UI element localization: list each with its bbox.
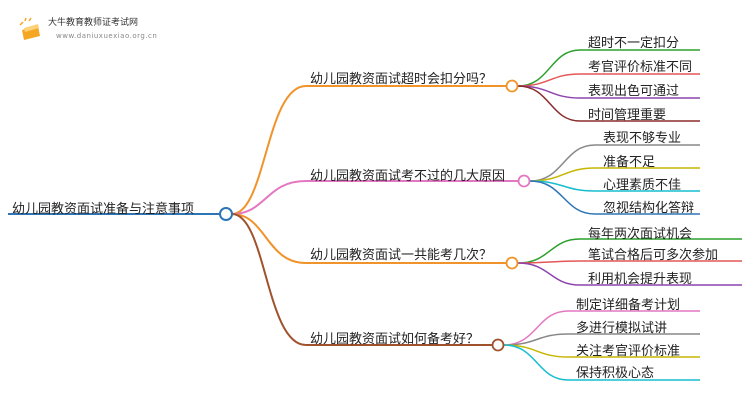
branch-1-label: 幼儿园教资面试考不过的几大原因 (310, 169, 506, 184)
branch-connector-2 (231, 213, 307, 264)
leaf-connector-2-2 (517, 262, 581, 286)
leaf-1-2: 心理素质不佳 (603, 178, 682, 193)
branch-node-3 (491, 338, 505, 352)
leaf-0-3: 时间管理重要 (588, 108, 667, 123)
branch-connector-1 (231, 180, 307, 215)
branch-2-label: 幼儿园教资面试一共能考几次？ (310, 248, 493, 263)
leaf-3-1: 多进行模拟试讲 (576, 321, 668, 336)
leaf-0-2: 表现出色可通过 (588, 84, 680, 99)
leaf-connector-3-3 (503, 344, 569, 381)
leaf-1-0: 表现不够专业 (603, 131, 682, 146)
leaf-2-0: 每年两次面试机会 (588, 227, 693, 242)
root-node (219, 207, 233, 221)
logo-title: 大牛教育教师证考试网 (48, 18, 139, 28)
leaf-connector-1-3 (529, 180, 596, 215)
logo-url: www.daniuxuexiao.org.cn (56, 32, 158, 40)
leaf-0-0: 超时不一定扣分 (588, 36, 680, 51)
leaf-connector-0-3 (517, 85, 581, 122)
leaf-0-1: 考官评价标准不同 (588, 60, 693, 75)
branch-3-label: 幼儿园教资面试如何备考好？ (310, 332, 480, 347)
leaf-3-0: 制定详细备考计划 (576, 298, 681, 313)
leaf-3-2: 关注考官评价标准 (576, 344, 681, 359)
leaf-1-3: 忽视结构化答辩 (603, 201, 695, 216)
leaf-2-1: 笔试合格后可多次参加 (588, 248, 719, 263)
book-icon (19, 17, 40, 40)
root-topic: 幼儿园教资面试准备与注意事项 (12, 202, 195, 217)
leaf-2-2: 利用机会提升表现 (588, 272, 693, 287)
branch-0-label: 幼儿园教资面试超时会扣分吗？ (310, 72, 493, 87)
leaf-connector-2-0 (517, 238, 581, 264)
leaf-connector-1-0 (529, 144, 596, 182)
branch-node-1 (517, 174, 531, 188)
branch-node-0 (505, 79, 519, 93)
branch-connector-3 (231, 213, 307, 346)
logo: 大牛教育教师证考试网 www.daniuxuexiao.org.cn (18, 14, 168, 48)
leaf-1-1: 准备不足 (603, 155, 656, 170)
branch-connector-0 (231, 85, 307, 215)
branch-node-2 (505, 256, 519, 270)
leaf-3-3: 保持积极心态 (576, 366, 655, 381)
